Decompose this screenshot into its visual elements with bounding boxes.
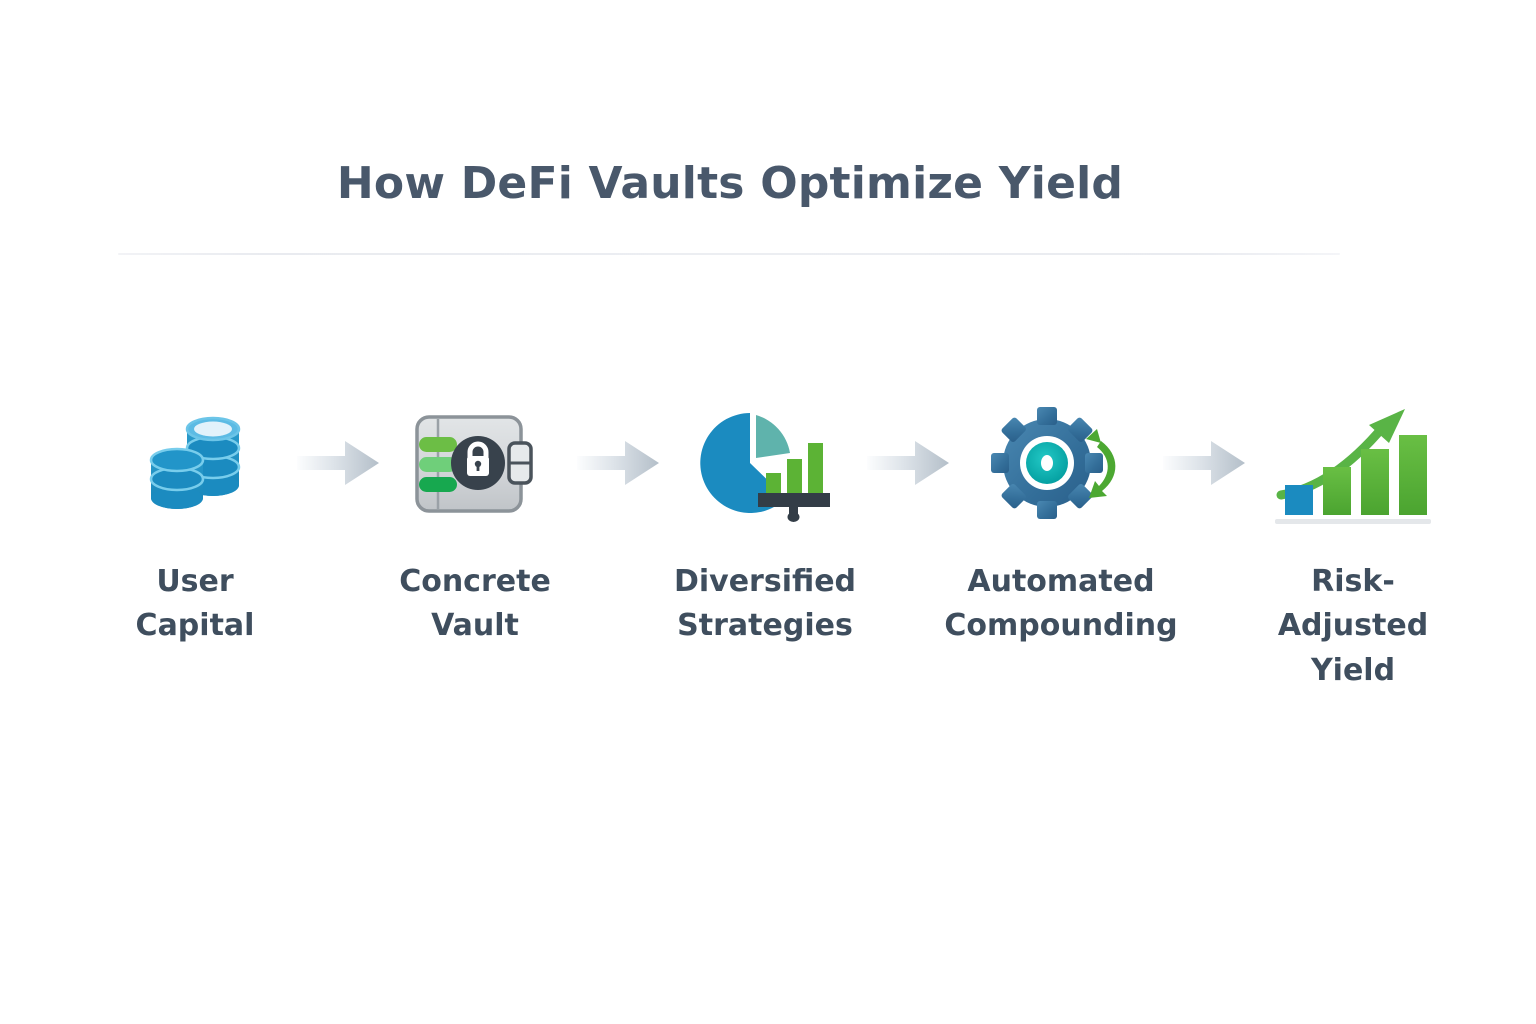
coin-stack-icon [115, 388, 275, 538]
flow-step-label: Concrete Vault [399, 564, 551, 644]
process-flow: User Capital [100, 388, 1440, 688]
flow-step-label: Automated Compounding [944, 564, 1178, 644]
flow-step-label: User Capital [135, 564, 255, 644]
flow-step-automated-compounding[interactable]: Automated Compounding [944, 388, 1178, 649]
vault-lock-icon [395, 388, 555, 538]
flow-step-risk-adjusted-yield[interactable]: Risk-Adjusted Yield [1258, 388, 1448, 693]
flow-step-diversified-strategies[interactable]: Diversified Strategies [670, 388, 860, 649]
gear-refresh-icon [981, 388, 1141, 538]
arrow-right-icon [860, 388, 956, 538]
flow-step-user-capital[interactable]: User Capital [100, 388, 290, 649]
growth-chart-icon [1273, 388, 1433, 538]
title-block: How DeFi Vaults Optimize Yield [0, 158, 1460, 209]
pie-bar-chart-icon [685, 388, 845, 538]
flow-step-concrete-vault[interactable]: Concrete Vault [380, 388, 570, 649]
flow-step-label: Diversified Strategies [673, 564, 857, 644]
arrow-right-icon [290, 388, 386, 538]
arrow-right-icon [1156, 388, 1252, 538]
flow-step-label: Risk-Adjusted Yield [1277, 564, 1429, 688]
arrow-right-icon [570, 388, 666, 538]
title-divider [118, 253, 1340, 255]
page-title: How DeFi Vaults Optimize Yield [336, 158, 1124, 209]
